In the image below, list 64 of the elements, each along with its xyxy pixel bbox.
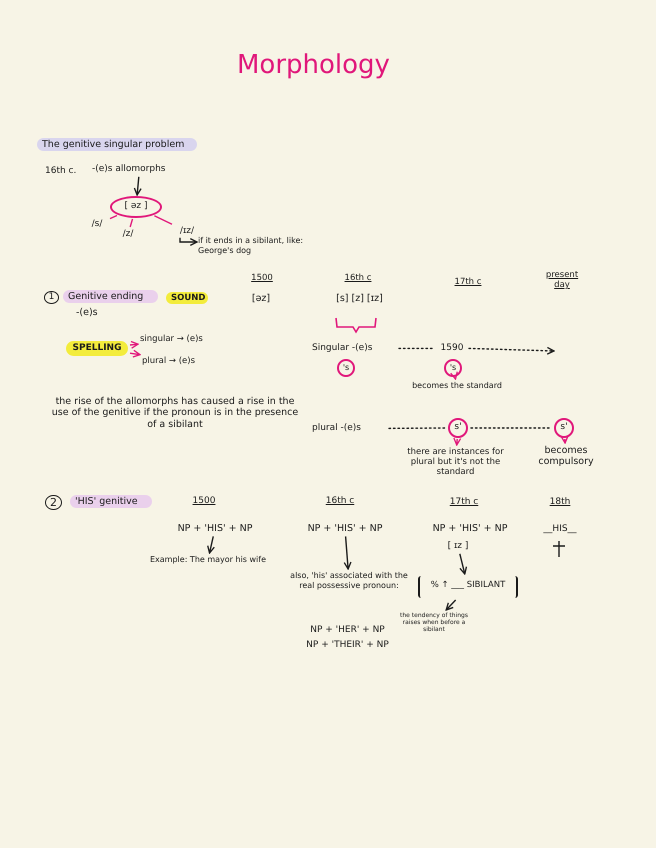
- arrow: [130, 340, 139, 349]
- note-text: /s/: [86, 219, 108, 230]
- section-heading: 'HIS' genitive: [70, 495, 152, 508]
- arrow: [179, 238, 198, 246]
- connector-line: [129, 218, 134, 228]
- arrow: [459, 554, 468, 575]
- note-text: 1590: [437, 343, 467, 354]
- arrow: [130, 350, 141, 358]
- note-text: NP + 'HIS' + NP: [155, 523, 275, 534]
- note-text: __HIS__: [542, 524, 578, 535]
- arrow: [450, 371, 458, 380]
- column-heading: 17th c: [454, 277, 482, 288]
- arrow: [445, 600, 456, 611]
- arrow: [134, 176, 142, 196]
- note-text: becomes the standard: [402, 381, 512, 391]
- column-heading: 16th c: [344, 273, 372, 284]
- page-title: Morphology: [237, 50, 390, 80]
- highlighted-text: SPELLING: [66, 341, 128, 356]
- arrow: [344, 536, 352, 570]
- note-text: 16th c.: [45, 166, 78, 177]
- column-heading: present day: [544, 270, 580, 290]
- note-text: plural → (e)s: [142, 356, 227, 366]
- note-text: NP + 'HER' + NP: [309, 625, 386, 636]
- note-text: [ ɪz ]: [440, 541, 476, 552]
- arrow: [453, 437, 462, 446]
- note-text: [əz]: [250, 293, 272, 304]
- note-text: plural -(e)s: [312, 423, 387, 434]
- connector-line: [110, 214, 118, 220]
- arrow: [560, 435, 569, 444]
- note-text: /z/: [117, 229, 139, 240]
- note-text: NP + 'HIS' + NP: [432, 523, 508, 534]
- note-text: [s] [z] [ɪz]: [335, 293, 384, 304]
- column-heading: 1500: [192, 496, 216, 507]
- column-heading: 1500: [250, 273, 274, 284]
- note-paragraph: the rise of the allomorphs has caused a rise in the use of the genitive if the pronoun is in the presence of a sibilant: [50, 396, 300, 430]
- column-heading: 18th: [548, 497, 572, 508]
- column-heading: 16th c: [324, 496, 356, 507]
- note-text: singular → (e)s: [140, 334, 235, 344]
- section-number: 2: [45, 495, 62, 510]
- bracketed-text: % ↑ ___ SIBILANT: [418, 576, 518, 598]
- dotted-arrow: [468, 346, 555, 355]
- circled-text: s': [448, 418, 468, 438]
- note-text: -(e)s: [76, 307, 99, 318]
- connector-line: [154, 215, 172, 225]
- circled-text: 's: [337, 359, 355, 377]
- arrow: [207, 536, 215, 554]
- circled-text: s': [554, 418, 574, 438]
- note-text: NP + 'HIS' + NP: [290, 523, 400, 534]
- note-text: /ɪz/: [174, 226, 200, 237]
- section-heading: Genitive ending: [63, 290, 158, 304]
- section-heading: The genitive singular problem: [37, 138, 197, 152]
- note-text: Example: The mayor his wife: [138, 555, 278, 565]
- circled-text: [ əz ]: [110, 196, 162, 218]
- highlighted-text: SOUND: [166, 292, 208, 304]
- note-text: becomes compulsory: [528, 445, 604, 468]
- section-number: 1: [44, 291, 59, 304]
- note-text: there are instances for plural but it's not the standard: [398, 447, 513, 478]
- circled-text: 's: [444, 359, 462, 377]
- note-text: -(e)s allomorphs: [92, 164, 187, 175]
- column-heading: 17th c: [448, 497, 480, 508]
- note-text: Singular -(e)s: [312, 343, 397, 354]
- note-text: NP + 'THEIR' + NP: [305, 640, 390, 651]
- note-text: if it ends in a sibilant, like: George's dog: [198, 236, 308, 256]
- note-text: also, 'his' associated with the real possessive pronoun:: [290, 571, 408, 590]
